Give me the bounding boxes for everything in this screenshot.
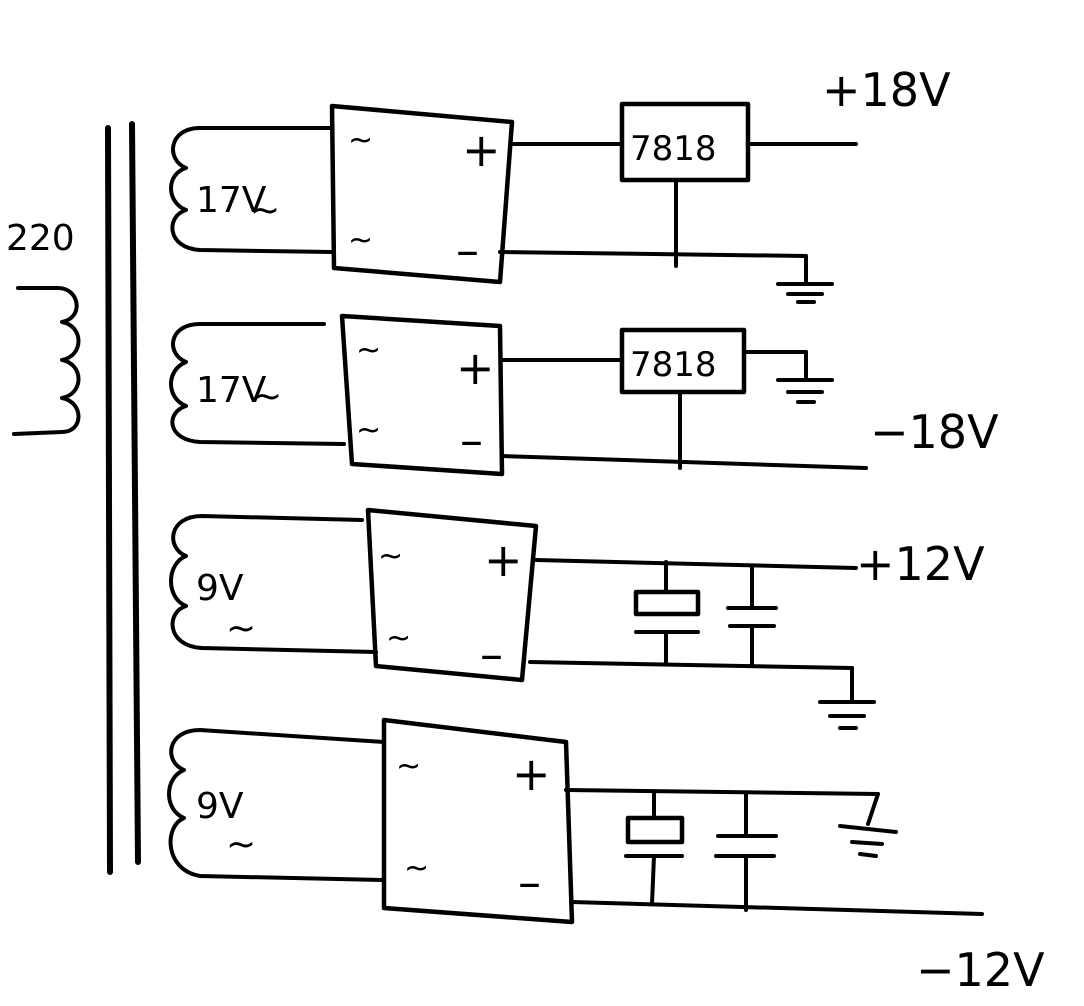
mains-voltage-label: 220 xyxy=(6,218,75,259)
svg-text:–: – xyxy=(460,413,483,467)
electrolytic-capacitor-4 xyxy=(624,792,685,906)
bridge-rectifier-4: ~ ~ + – xyxy=(381,717,575,925)
primary-winding: 220 xyxy=(6,218,81,436)
secondary-winding-4 xyxy=(167,728,386,882)
stage-4: 9V ~ ~ ~ + – −12V xyxy=(167,717,1045,997)
output-label-1: +18V xyxy=(822,63,951,117)
regulator-label-1: 7818 xyxy=(630,129,717,169)
secondary-winding-2 xyxy=(169,322,346,446)
ceramic-capacitor-4 xyxy=(714,792,778,912)
stage-3: 9V ~ ~ ~ + – +12V xyxy=(169,507,985,730)
ac-mark-2: ~ xyxy=(252,376,282,417)
winding-voltage-3: 9V xyxy=(196,568,244,609)
regulator-1: 7818 xyxy=(619,101,751,183)
ground-symbol-1 xyxy=(776,282,834,304)
svg-text:+: + xyxy=(512,747,551,801)
svg-text:+: + xyxy=(484,533,523,587)
svg-text:~: ~ xyxy=(378,539,403,574)
ground-symbol-2 xyxy=(776,378,834,404)
svg-text:~: ~ xyxy=(348,223,373,258)
svg-text:–: – xyxy=(518,855,541,909)
stage-2: 17V ~ ~ ~ + – 7818 −18V xyxy=(169,313,999,477)
svg-text:~: ~ xyxy=(348,123,373,158)
ac-mark-1: ~ xyxy=(250,190,280,231)
stage-1: 17V ~ ~ ~ + – 7818 +18V xyxy=(169,63,951,304)
regulator-2: 7818 xyxy=(619,327,747,395)
ac-mark-4: ~ xyxy=(226,824,256,865)
svg-text:+: + xyxy=(456,341,495,395)
svg-text:~: ~ xyxy=(396,749,421,784)
secondary-winding-1 xyxy=(169,126,334,254)
bridge-rectifier-1: ~ ~ + – xyxy=(329,103,515,285)
output-label-3: +12V xyxy=(856,537,985,591)
winding-voltage-4: 9V xyxy=(196,786,244,827)
svg-text:~: ~ xyxy=(356,333,381,368)
svg-text:–: – xyxy=(456,223,479,277)
bridge-rectifier-3: ~ ~ + – xyxy=(365,507,539,683)
transformer-core xyxy=(105,121,141,875)
svg-text:~: ~ xyxy=(404,851,429,886)
ground-symbol-3 xyxy=(818,700,876,730)
svg-text:~: ~ xyxy=(356,413,381,448)
bridge-rectifier-2: ~ ~ + – xyxy=(339,313,505,477)
svg-text:~: ~ xyxy=(386,621,411,656)
winding-voltage-2: 17V xyxy=(196,370,267,411)
regulator-label-2: 7818 xyxy=(630,345,717,385)
winding-voltage-1: 17V xyxy=(196,180,267,221)
output-label-2: −18V xyxy=(870,405,999,459)
ac-mark-3: ~ xyxy=(226,608,256,649)
svg-text:–: – xyxy=(480,627,503,681)
secondary-winding-3 xyxy=(169,514,378,654)
electrolytic-capacitor-3 xyxy=(633,560,701,666)
ground-symbol-4 xyxy=(838,824,898,858)
svg-text:+: + xyxy=(462,123,501,177)
output-label-4: −12V xyxy=(916,943,1045,997)
ceramic-capacitor-3 xyxy=(726,564,778,668)
